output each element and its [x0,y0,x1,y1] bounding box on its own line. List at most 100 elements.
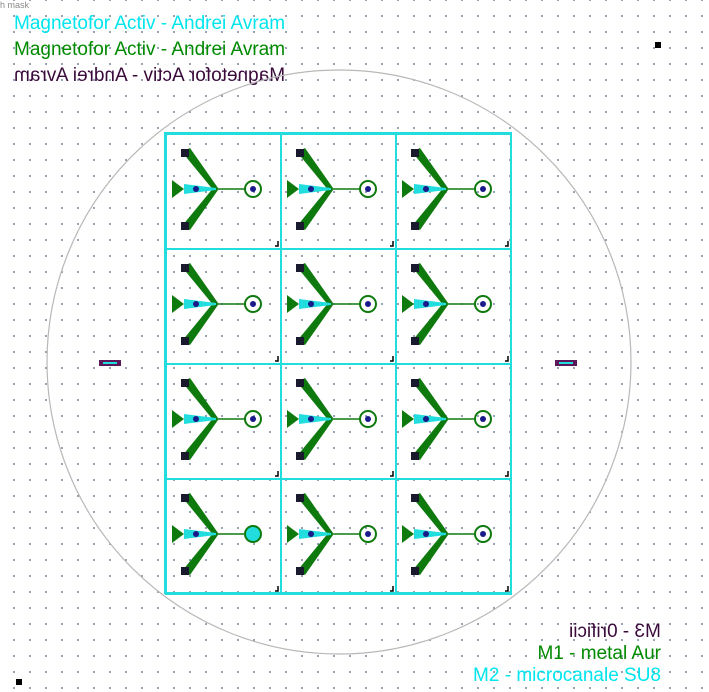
contact-pad-top [411,494,419,502]
inlet-hole [423,531,429,537]
outlet-hole [480,301,486,307]
contact-pad-top [411,264,419,272]
die-corner-mark [505,586,509,592]
microchannel [299,184,331,194]
outlet-hole [250,186,256,192]
die-cell [280,133,397,250]
outlet-ring [474,410,492,428]
legend-layer-su8: M2 - microcanale SU8 [473,665,661,686]
contact-pad-top [296,264,304,272]
outlet-hole [480,416,486,422]
die-grid [165,133,512,595]
title-layer-su8: Magnetofor Activ - Andrei Avram [14,13,286,34]
microchannel [414,299,446,309]
die-corner-mark [275,356,279,362]
inlet-hole [308,186,314,192]
die-cell [395,478,512,595]
contact-pad-bottom [181,452,189,460]
outlet-hole [480,186,486,192]
outlet-hole [480,531,486,537]
die-cell [165,248,282,365]
electrode-bottom [412,302,448,345]
electrode-bottom [297,532,333,575]
electrode-left-pad [402,295,414,313]
title-layer-metal: Magnetofor Activ - Andrei Avram [14,39,286,60]
electrode-bottom [182,532,218,575]
die-cell [280,363,397,480]
microchannel [184,414,216,424]
die-corner-mark [275,471,279,477]
contact-pad-top [411,379,419,387]
outlet-ring [244,180,262,198]
outlet-hole [250,416,256,422]
outlet-hole [365,416,371,422]
electrode-left-pad [172,295,184,313]
die-cell [165,363,282,480]
electrode-left-pad [287,180,299,198]
die-corner-mark [390,241,394,247]
layout-header-label: h mask [0,0,30,10]
die-border [395,478,512,595]
electrode-bottom [297,302,333,345]
electrode-bottom [297,417,333,460]
inlet-hole [193,416,199,422]
die-cell [280,248,397,365]
outlet-ring [474,295,492,313]
alignment-mark-bottom-left [16,679,22,685]
inlet-hole [423,186,429,192]
electrode-left-pad [287,295,299,313]
die-corner-mark [505,471,509,477]
microchannel [299,414,331,424]
die-cell [395,133,512,250]
electrode-top [297,263,333,306]
die-corner-mark [275,241,279,247]
electrode-top [182,263,218,306]
electrode-left-pad [287,410,299,428]
die-cell [395,248,512,365]
die-corner-mark [505,356,509,362]
legend-layer-metal: M1 - metal Aur [537,643,661,664]
contact-pad-top [181,494,189,502]
microchannel [414,529,446,539]
electrode-top [412,148,448,191]
outlet-hole [365,301,371,307]
inlet-hole [308,531,314,537]
legend-layer-holes-mirrored: M3 - 0rificii [569,621,661,642]
inlet-hole [308,416,314,422]
die-corner-mark [275,586,279,592]
contact-pad-bottom [296,567,304,575]
alignment-mark-top-right [655,42,661,48]
electrode-top [297,493,333,536]
die-corner-mark [390,356,394,362]
contact-pad-bottom [296,452,304,460]
microchannel [414,414,446,424]
electrode-left-pad [172,410,184,428]
electrode-left-pad [172,525,184,543]
electrode-bottom [412,417,448,460]
wafer-flat-mark-left [99,360,121,366]
contact-pad-top [181,149,189,157]
outlet-hole [365,186,371,192]
outlet-ring [359,180,377,198]
inlet-hole [308,301,314,307]
electrode-top [182,378,218,421]
contact-pad-bottom [181,567,189,575]
inlet-hole [193,301,199,307]
die-cell [165,478,282,595]
wafer-flat-mark-right [555,360,577,366]
microchannel [299,299,331,309]
contact-pad-bottom [411,452,419,460]
outlet-ring [359,410,377,428]
electrode-bottom [182,187,218,230]
die-cell [165,133,282,250]
electrode-top [297,148,333,191]
contact-pad-bottom [411,222,419,230]
inlet-hole [193,531,199,537]
contact-pad-top [411,149,419,157]
electrode-left-pad [402,410,414,428]
die-corner-mark [505,241,509,247]
electrode-top [297,378,333,421]
contact-pad-top [296,379,304,387]
wafer-outline [46,69,632,655]
